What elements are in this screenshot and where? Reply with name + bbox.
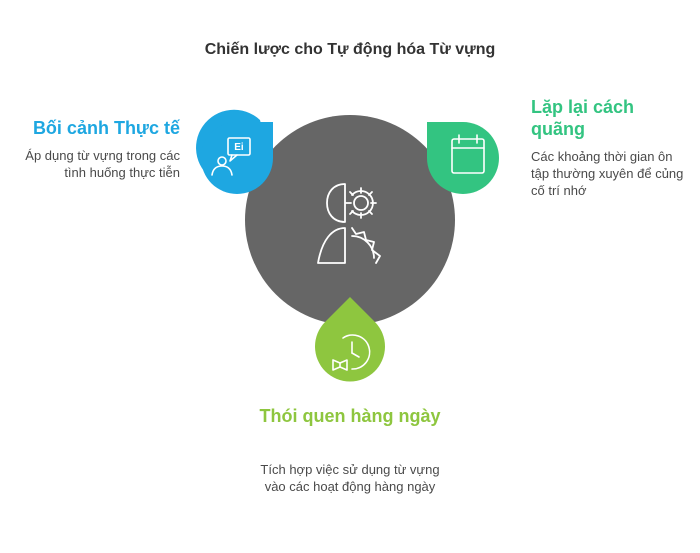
conversation-icon: Ei (211, 137, 251, 176)
diagram-title: Chiến lược cho Tự động hóa Từ vựng (204, 41, 496, 58)
item-heading-spaced-repetition: Lặp lại cách quãng (531, 97, 635, 139)
item-heading-real-context: Bối cảnh Thực tế (32, 118, 180, 138)
item-description-daily-habit: Tích hợp việc sử dụng từ vựng vào các ho… (260, 462, 440, 494)
center-circle (245, 115, 455, 325)
right-drop-body (427, 122, 499, 194)
left-drop-body (201, 122, 273, 194)
item-description-spaced-repetition: Các khoảng thời gian ôn tập thường xuyên… (531, 149, 684, 198)
calendar-icon (451, 134, 485, 174)
item-heading-daily-habit: Thói quen hàng ngày (259, 406, 441, 426)
svg-text:Ei: Ei (234, 142, 244, 153)
item-description-real-context: Áp dụng từ vựng trong các tình huống thự… (25, 148, 180, 180)
clock-book-icon (332, 334, 371, 371)
brain-gears-icon (317, 183, 381, 264)
